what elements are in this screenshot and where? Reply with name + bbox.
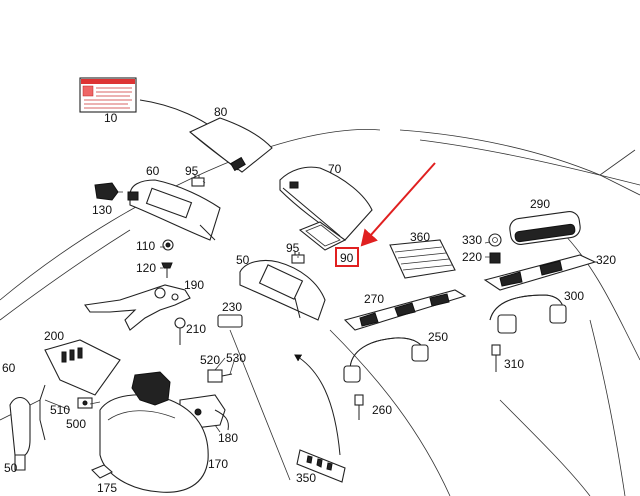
callout-10: 10 xyxy=(104,111,118,125)
visor-70-part xyxy=(279,166,373,251)
callout-60: 60 xyxy=(146,164,160,178)
callout-175: 175 xyxy=(97,481,117,495)
callout-70: 70 xyxy=(328,162,342,176)
housing-200-part xyxy=(44,339,121,396)
callout-300: 300 xyxy=(564,289,584,303)
callout-50b: 50 xyxy=(4,461,18,475)
rail-350-part xyxy=(296,449,346,483)
screw-110-part xyxy=(162,239,174,251)
cover-360-part xyxy=(389,239,456,279)
callout-260: 260 xyxy=(372,403,392,417)
clip-500-part xyxy=(77,397,93,409)
callout-170: 170 xyxy=(208,457,228,471)
callout-190: 190 xyxy=(184,278,204,292)
callout-labels: 10 80 60 95 70 130 110 120 190 95 50 90 … xyxy=(2,105,616,495)
callout-330: 330 xyxy=(462,233,482,247)
callout-230: 230 xyxy=(222,300,242,314)
callout-290: 290 xyxy=(530,197,550,211)
car-body-outline xyxy=(0,128,640,496)
screw-120-part xyxy=(161,262,173,278)
callout-320: 320 xyxy=(596,253,616,267)
callout-310: 310 xyxy=(504,357,524,371)
mirror-50b-part xyxy=(9,396,31,471)
bulb-175-part xyxy=(91,464,113,479)
nut-330-part xyxy=(488,233,502,247)
handle-290-part xyxy=(509,210,581,246)
pad-230-part xyxy=(217,314,243,328)
red-pointer-arrow xyxy=(360,162,436,247)
grab-handle-250-part xyxy=(343,337,429,383)
callout-80: 80 xyxy=(214,105,228,119)
callout-520: 520 xyxy=(200,353,220,367)
callout-120: 120 xyxy=(136,261,156,275)
callout-200: 200 xyxy=(44,329,64,343)
rail-270-part xyxy=(343,289,467,331)
callout-350: 350 xyxy=(296,471,316,485)
callout-250: 250 xyxy=(428,330,448,344)
clip-130-part xyxy=(94,182,119,201)
callout-220: 220 xyxy=(462,250,482,264)
mirror-170-part xyxy=(99,371,209,493)
clip-95b-part xyxy=(291,252,305,264)
rail-320-part xyxy=(483,254,597,291)
clip-220-part xyxy=(489,252,501,264)
visor-cover-part xyxy=(188,117,273,173)
callout-110: 110 xyxy=(136,239,155,253)
plug-520-part xyxy=(207,369,223,383)
callout-60b: 60 xyxy=(2,361,16,375)
callout-130: 130 xyxy=(92,203,112,217)
callout-95b: 95 xyxy=(286,241,300,255)
callout-180: 180 xyxy=(218,431,238,445)
callout-500: 500 xyxy=(66,417,86,431)
callout-95a: 95 xyxy=(185,164,199,178)
mount-190-part xyxy=(84,284,191,331)
bolt-210-part xyxy=(174,317,186,345)
visor-60-part xyxy=(127,179,221,241)
callout-270: 270 xyxy=(364,292,384,306)
callout-210: 210 xyxy=(186,322,206,336)
bolt-260-part xyxy=(354,394,364,420)
wire-510-part xyxy=(39,384,46,441)
visor-50-part xyxy=(239,259,326,321)
callout-360: 360 xyxy=(410,230,430,244)
callout-530: 530 xyxy=(226,351,246,365)
callout-90: 90 xyxy=(340,251,354,265)
bolt-310-part xyxy=(491,344,501,372)
arrow-mirror-to-visor xyxy=(294,354,341,456)
warning-label-part xyxy=(79,77,137,113)
leader-lines xyxy=(44,180,598,433)
wire-530-part xyxy=(221,373,233,377)
grab-handle-300-part xyxy=(489,294,567,334)
callout-510: 510 xyxy=(50,403,70,417)
callout-50: 50 xyxy=(236,253,250,267)
highlight-box-90 xyxy=(335,247,359,267)
